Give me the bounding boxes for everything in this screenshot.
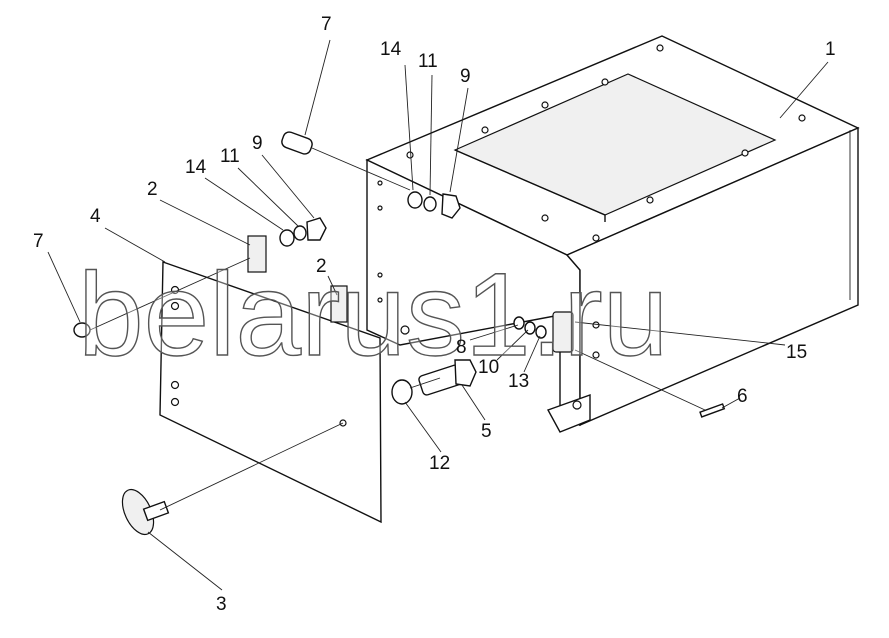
callout-12: 12 (429, 453, 450, 474)
callout-14-top: 14 (380, 39, 402, 60)
callout-2-upper: 2 (147, 179, 158, 200)
callout-10: 10 (478, 357, 499, 378)
housing-mounting-holes (377, 44, 806, 359)
callout-7-left: 7 (33, 231, 44, 252)
hinge-part-2-upper (247, 235, 267, 273)
callout-1: 1 (825, 39, 836, 60)
callout-11-left: 11 (220, 146, 240, 167)
callout-2-lower: 2 (316, 256, 327, 277)
callout-13: 13 (508, 371, 529, 392)
callout-14-left: 14 (185, 157, 207, 178)
callout-15: 15 (786, 342, 807, 363)
callout-5: 5 (481, 421, 492, 442)
knob-part-3 (121, 488, 170, 536)
callout-8: 8 (456, 337, 467, 358)
callout-labels: 7 14 11 9 1 14 11 9 2 4 7 2 8 10 13 15 6… (33, 14, 836, 615)
latch-part-15 (552, 311, 574, 353)
callout-9-left: 9 (252, 133, 263, 154)
watermark: belarus1.ru (78, 249, 668, 381)
cover-plate-part-4 (159, 261, 382, 524)
callout-9-top: 9 (460, 66, 471, 87)
callout-3: 3 (216, 594, 227, 615)
hinge-part-2-lower (330, 285, 348, 323)
callout-7-top: 7 (321, 14, 332, 35)
leader-lines (47, 39, 829, 591)
housing-part-1 (365, 35, 860, 433)
callout-4: 4 (90, 206, 101, 227)
fasteners (73, 131, 726, 418)
callout-11-top: 11 (418, 51, 438, 72)
callout-6: 6 (737, 386, 748, 407)
